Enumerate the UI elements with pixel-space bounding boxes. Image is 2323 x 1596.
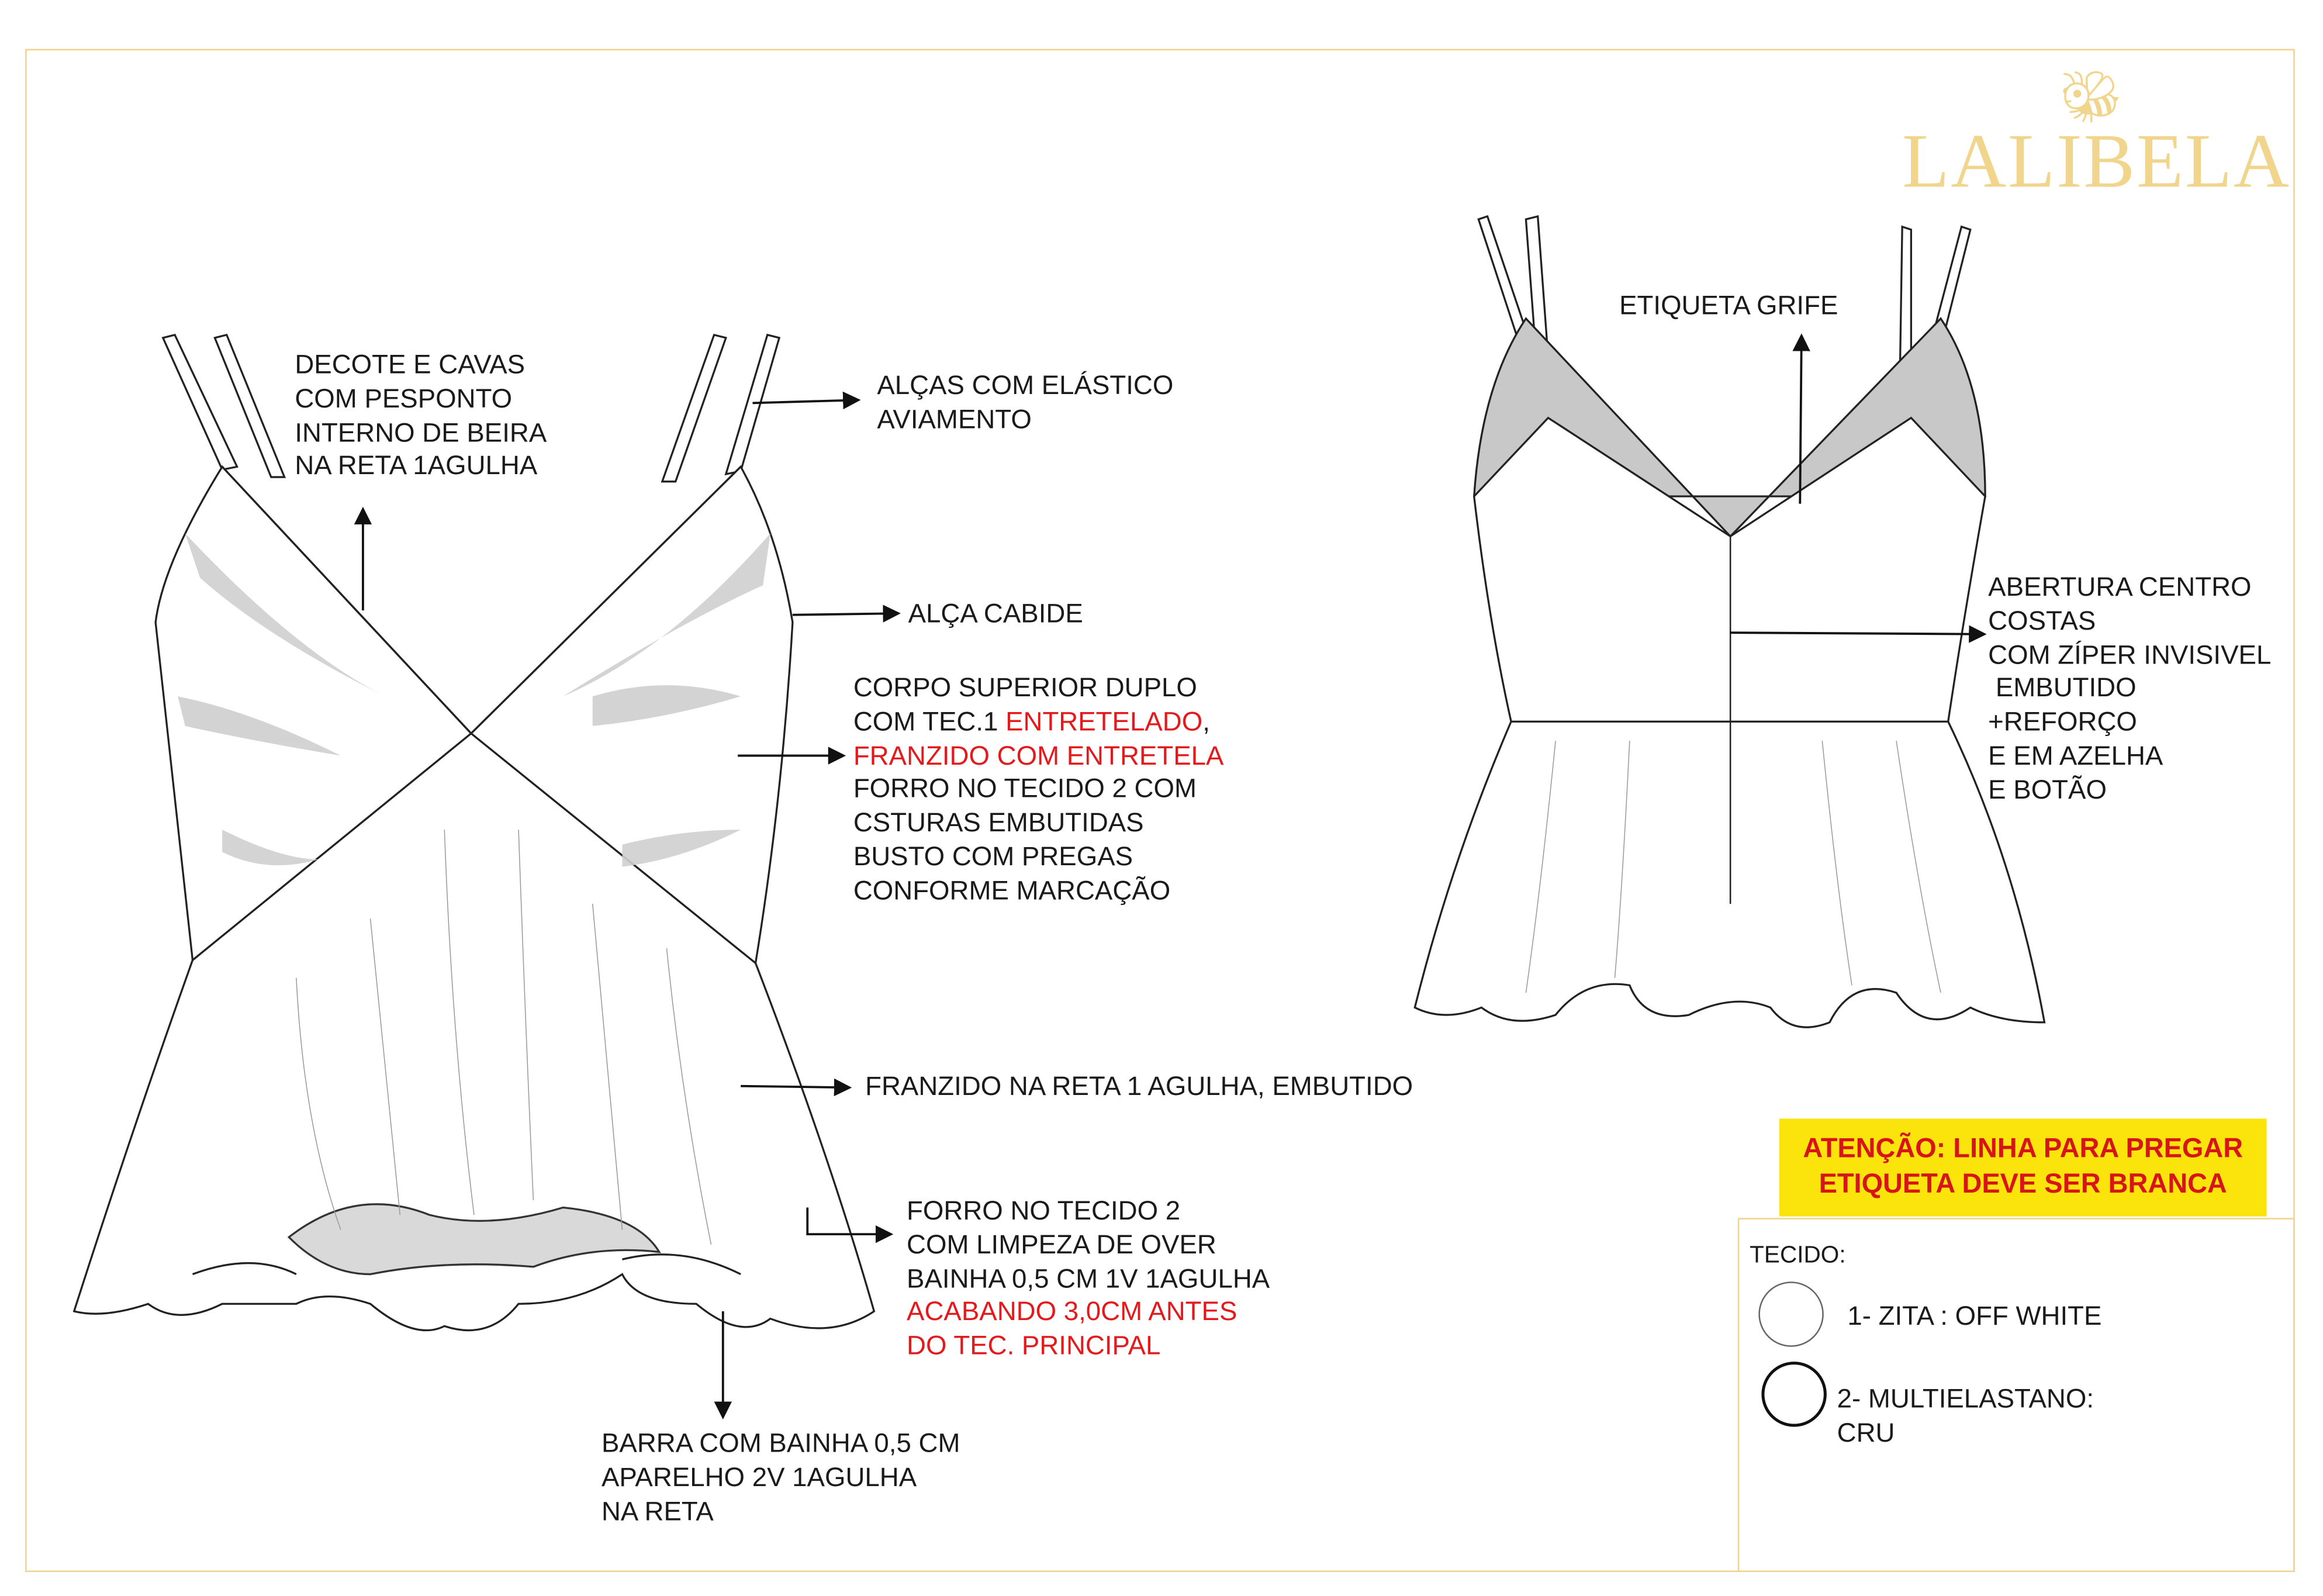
note-abertura: ABERTURA CENTRO COSTAS COM ZÍPER INVISIVEL…	[1988, 571, 2271, 807]
note-line: APARELHO 2V 1AGULHA	[601, 1462, 917, 1492]
note-line: ACABANDO 3,0CM ANTES	[907, 1297, 1237, 1327]
warning-line-2: ETIQUETA DEVE SER BRANCA	[1819, 1167, 2227, 1199]
warning-banner: ATENÇÃO: LINHA PARA PREGAR ETIQUETA DEVE…	[1779, 1118, 2267, 1217]
fabric-title: TECIDO:	[1750, 1243, 1846, 1269]
note-forro: FORRO NO TECIDO 2 COM LIMPEZA DE OVER BAIN…	[907, 1194, 1270, 1363]
note-line: ALÇAS COM ELÁSTICO	[877, 370, 1174, 400]
note-line: +REFORÇO	[1988, 707, 2137, 737]
note-line: CONFORME MARCAÇÃO	[853, 875, 1171, 905]
note-line: AVIAMENTO	[877, 404, 1032, 434]
back-view-drawing	[1413, 215, 2046, 1028]
warning-line-1: ATENÇÃO: LINHA PARA PREGAR	[1803, 1132, 2244, 1163]
fabric-item-2: 2- MULTIELASTANO: CRU	[1837, 1384, 2094, 1448]
note-line: E BOTÃO	[1988, 774, 2107, 804]
note-line: BAINHA 0,5 CM 1V 1AGULHA	[907, 1263, 1270, 1293]
fabric-swatch-2	[1761, 1362, 1827, 1427]
fabric-legend: TECIDO: 1- ZITA : OFF WHITE 2- MULTIELAS…	[1737, 1218, 2295, 1572]
note-alcas: ALÇAS COM ELÁSTICO AVIAMENTO	[877, 369, 1173, 437]
bee-logo-icon: 🐝︎	[2059, 70, 2123, 126]
note-franzido: FRANZIDO NA RETA 1 AGULHA, EMBUTIDO	[865, 1070, 1413, 1104]
note-line: COM TEC.1 ENTRETELADO,	[853, 705, 1224, 739]
front-strap-left	[161, 333, 286, 478]
front-peplum	[72, 732, 876, 1332]
note-line: COM ZÍPER INVISIVEL	[1988, 639, 2272, 669]
note-line: FORRO NO TECIDO 2 COM	[853, 773, 1197, 804]
note-decote: DECOTE E CAVAS COM PESPONTO INTERNO DE BEI…	[295, 348, 547, 483]
note-line: NA RETA	[601, 1495, 714, 1526]
note-line: FRANZIDO COM ENTRETELA	[853, 740, 1224, 770]
note-line: EMBUTIDO	[1988, 673, 2137, 703]
note-line: INTERNO DE BEIRA	[295, 417, 547, 447]
note-barra: BARRA COM BAINHA 0,5 CM APARELHO 2V 1AGUL…	[602, 1427, 960, 1528]
front-view-drawing	[72, 333, 876, 1332]
note-line: CSTURAS EMBUTIDAS	[853, 807, 1144, 838]
brand-wordmark: LALIBELA	[1902, 120, 2291, 205]
note-line: CORPO SUPERIOR DUPLO	[853, 672, 1197, 703]
note-line: COSTAS	[1988, 606, 2096, 635]
note-line: COM LIMPEZA DE OVER	[907, 1229, 1216, 1259]
note-line: ALÇA CABIDE	[908, 598, 1083, 628]
front-strap-right	[661, 333, 781, 483]
note-line: ABERTURA CENTRO	[1988, 572, 2252, 602]
brand-logo: 🐝︎ LALIBELA	[1902, 70, 2291, 205]
front-bodice	[154, 465, 794, 965]
note-line: ETIQUETA GRIFE	[1619, 290, 1838, 320]
note-line: BARRA COM BAINHA 0,5 CM	[601, 1428, 960, 1458]
note-line: FORRO NO TECIDO 2	[907, 1196, 1181, 1225]
annotation-arrows	[354, 333, 1987, 1419]
page-border	[25, 49, 2295, 1572]
note-line: FRANZIDO NA RETA 1 AGULHA, EMBUTIDO	[865, 1071, 1413, 1101]
note-alca-cabide: ALÇA CABIDE	[908, 597, 1083, 631]
note-line: NA RETA 1AGULHA	[295, 451, 538, 481]
note-line-part: ,	[1202, 706, 1210, 737]
note-line: COM PESPONTO	[295, 383, 513, 413]
note-line: DECOTE E CAVAS	[295, 350, 526, 379]
note-line: DO TEC. PRINCIPAL	[907, 1331, 1161, 1361]
note-etiqueta: ETIQUETA GRIFE	[1619, 289, 1838, 323]
note-line: E EM AZELHA	[1988, 741, 2163, 771]
note-line-part: ENTRETELADO	[1005, 706, 1203, 737]
fabric-swatch-1	[1758, 1281, 1824, 1347]
fabric-item-1: 1- ZITA : OFF WHITE	[1847, 1301, 2102, 1331]
note-line-part: COM TEC.1	[853, 706, 1006, 737]
note-line: BUSTO COM PREGAS	[853, 841, 1133, 872]
